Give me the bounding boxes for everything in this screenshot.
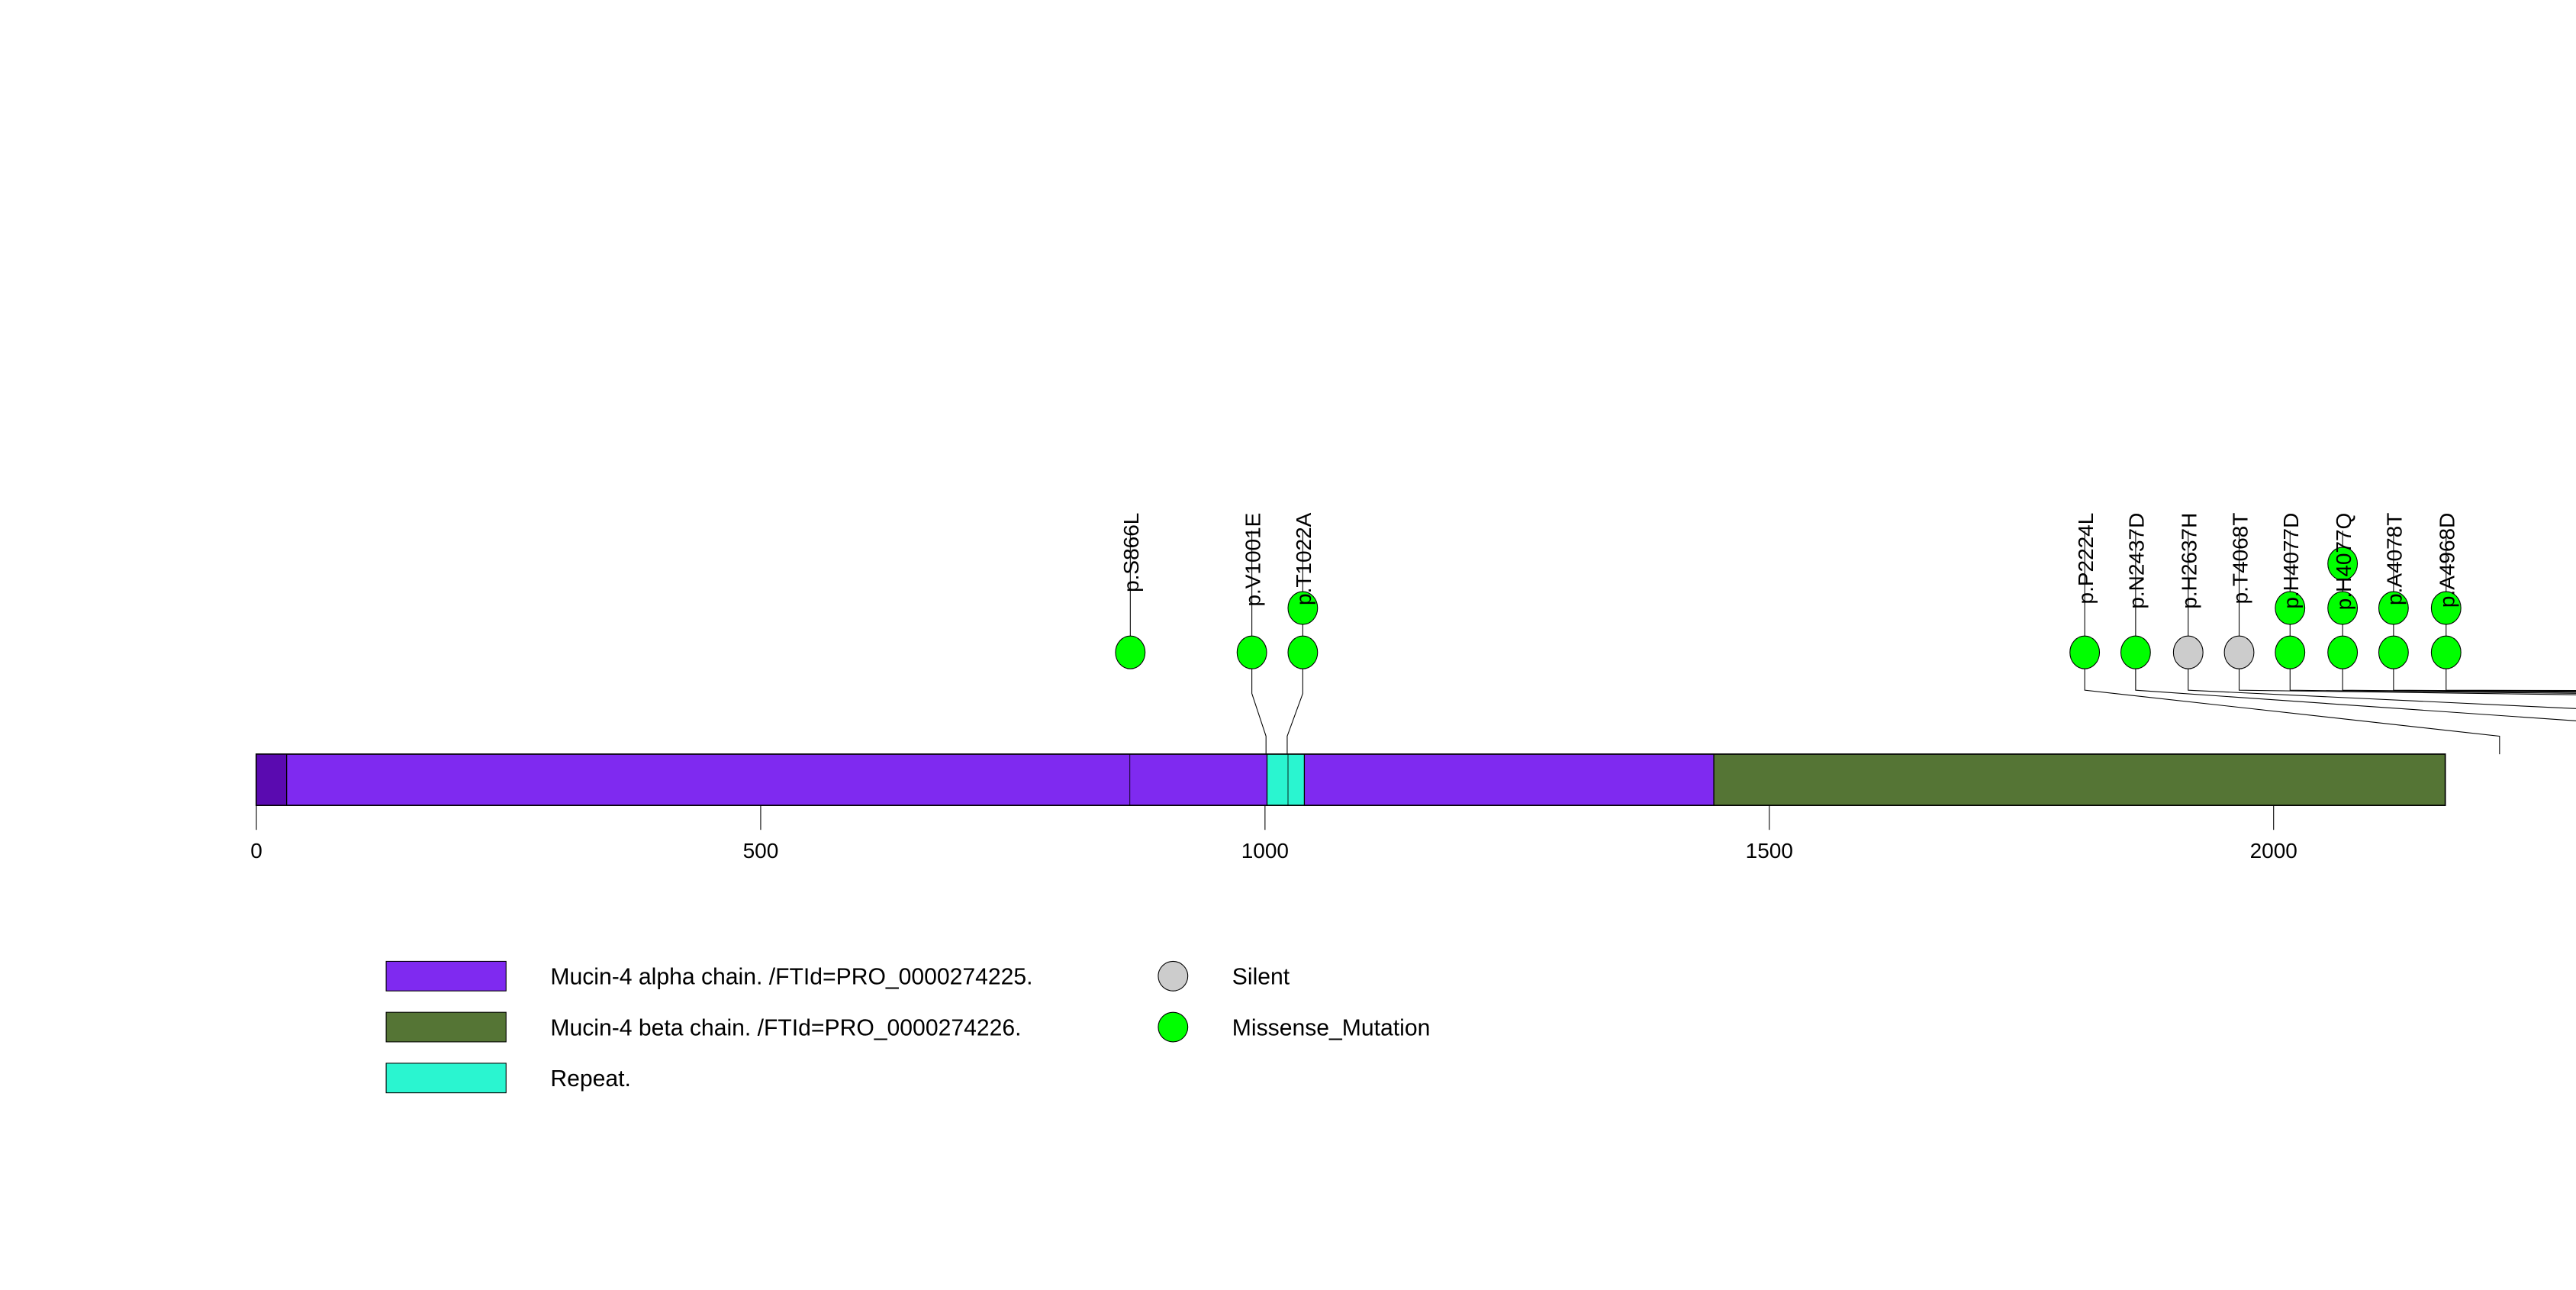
connector-line <box>2289 667 2576 694</box>
lollipop-p.V1001E: p.V1001E <box>1236 513 1267 669</box>
x-tick-label: 2000 <box>2250 839 2297 863</box>
mutation-dot <box>2327 547 2359 581</box>
mutation-dot <box>2430 591 2462 625</box>
legend-dot <box>1158 1011 1189 1043</box>
legend-label: Silent <box>1232 965 1290 990</box>
mutation-dot <box>2275 591 2306 625</box>
connector-line <box>2446 667 2576 692</box>
mutation-label: p.S866L <box>1119 513 1143 592</box>
mutation-dot <box>2275 635 2306 669</box>
mutation-dot <box>2120 635 2151 669</box>
mutation-label: p.H4077Q <box>2332 513 2355 611</box>
mutation-dot <box>2378 591 2409 625</box>
legend-swatch <box>385 1011 507 1043</box>
domain-2 <box>1266 753 1306 806</box>
mutation-label: p.H2637H <box>2178 513 2201 609</box>
mutation-dot <box>2378 635 2409 669</box>
connector-line <box>2135 667 2576 721</box>
mutation-dot <box>2069 635 2101 669</box>
lollipop-p.P2224L: p.P2224L <box>2069 513 2101 669</box>
mutation-label: p.T1022A <box>1292 512 1315 605</box>
lollipop-p.H4077Q: p.H4077Q <box>2327 513 2359 669</box>
legend-swatch <box>385 960 507 992</box>
mutation-label: p.A4968D <box>2436 513 2459 608</box>
legend-swatch <box>385 1063 507 1094</box>
mutation-dot <box>2327 591 2359 625</box>
x-tick-label: 1500 <box>1746 839 1793 863</box>
connector-line <box>1251 667 1267 755</box>
mutation-dot <box>1115 635 1146 669</box>
lollipop-p.A4078T: p.A4078T <box>2378 513 2409 669</box>
mutation-dot <box>2223 635 2255 669</box>
legend-label: Missense_Mutation <box>1232 1015 1431 1040</box>
lollipop-p.N2437D: p.N2437D <box>2120 513 2151 669</box>
mutation-label: p.T4068T <box>2228 513 2252 605</box>
mutation-label: p.P2224L <box>2074 513 2098 605</box>
lollipop-p.T1022A: p.T1022A <box>1287 512 1319 669</box>
domain-1 <box>1713 753 2446 806</box>
lollipop-p.A4968D: p.A4968D <box>2430 513 2462 669</box>
mutation-dot <box>2430 635 2462 669</box>
lollipop-p.T4068T: p.T4068T <box>2223 513 2255 669</box>
x-tick-label: 0 <box>250 839 262 863</box>
legend-label: Mucin-4 alpha chain. /FTId=PRO_000027422… <box>550 965 1032 990</box>
connector-line <box>1286 667 1303 755</box>
connector-line <box>2342 667 2576 693</box>
x-tick-label: 500 <box>743 839 779 863</box>
lollipop-p.S866L: p.S866L <box>1115 513 1146 669</box>
legend-label: Repeat. <box>550 1066 631 1092</box>
lollipop-p.H2637H: p.H2637H <box>2172 513 2204 669</box>
connector-line <box>2238 667 2576 695</box>
legend-dot <box>1158 960 1189 992</box>
mutation-label: p.V1001E <box>1241 513 1264 607</box>
connector-line <box>2393 667 2576 692</box>
legend-label: Mucin-4 beta chain. /FTId=PRO_0000274226… <box>550 1015 1021 1040</box>
domain-0 <box>286 753 1715 806</box>
signal-region <box>256 753 288 806</box>
connector-lines <box>1251 667 2576 755</box>
x-tick-label: 1000 <box>1241 839 1289 863</box>
connector-line <box>2084 667 2500 755</box>
mutation-label: p.A4078T <box>2383 513 2407 605</box>
mutation-dot <box>2327 635 2359 669</box>
mutation-label: p.H4077D <box>2279 513 2303 609</box>
protein-bar <box>255 753 2446 806</box>
mutation-lollipops: p.S866L p.V1001E p.T1022A p.P2224L p.N2437D p… <box>1115 512 2462 669</box>
x-axis: 0 500 1000 1500 2000 <box>250 805 2297 863</box>
mutation-label: p.N2437D <box>2125 513 2149 609</box>
legend: Mucin-4 alpha chain. /FTId=PRO_000027422… <box>385 960 1431 1094</box>
connector-line <box>2188 667 2576 709</box>
mutation-dot <box>1287 635 1319 669</box>
mutation-dot <box>1287 591 1319 625</box>
lollipop-p.H4077D: p.H4077D <box>2275 513 2306 669</box>
mutation-dot <box>2172 635 2204 669</box>
mutation-dot <box>1236 635 1267 669</box>
